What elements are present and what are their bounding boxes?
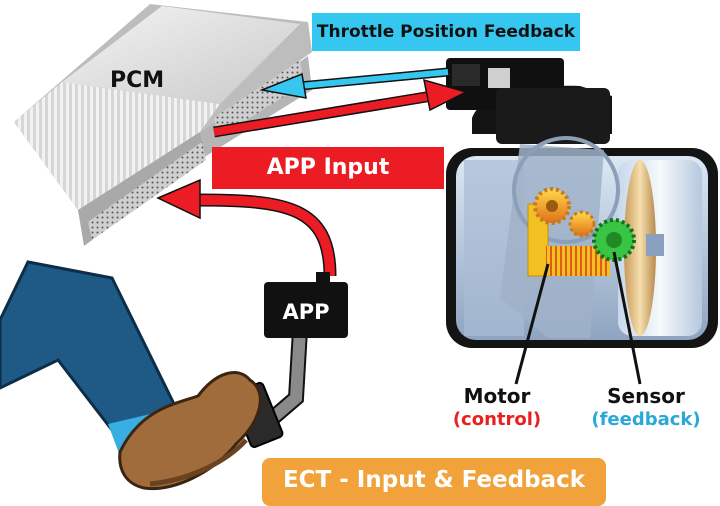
motor-label: Motor (control) — [448, 384, 546, 432]
motor-gear-small — [568, 210, 596, 238]
motor-title: Motor — [463, 384, 531, 408]
app-input-arrow — [156, 178, 337, 277]
motor-assembly — [527, 187, 636, 277]
sensor-label: Sensor (feedback) — [588, 384, 704, 432]
motor-pointer — [514, 263, 550, 385]
throttle-body — [446, 58, 718, 348]
throttle-position-feedback-label: Throttle Position Feedback — [312, 13, 580, 51]
sensor-title: Sensor — [607, 384, 685, 408]
pcm-label: PCM — [110, 68, 165, 93]
command-arrow — [213, 78, 469, 138]
sensor-pointer — [612, 251, 642, 385]
app-input-label: APP Input — [212, 147, 444, 189]
feedback-arrow — [259, 67, 449, 99]
motor-role: (control) — [452, 409, 542, 430]
driver-foot — [0, 260, 262, 491]
title-banner: ECT - Input & Feedback — [262, 458, 606, 506]
throttle-plate — [624, 160, 656, 336]
app-sensor — [264, 282, 348, 338]
app-sensor-label: APP — [282, 300, 330, 324]
sensor-role: (feedback) — [591, 409, 701, 430]
